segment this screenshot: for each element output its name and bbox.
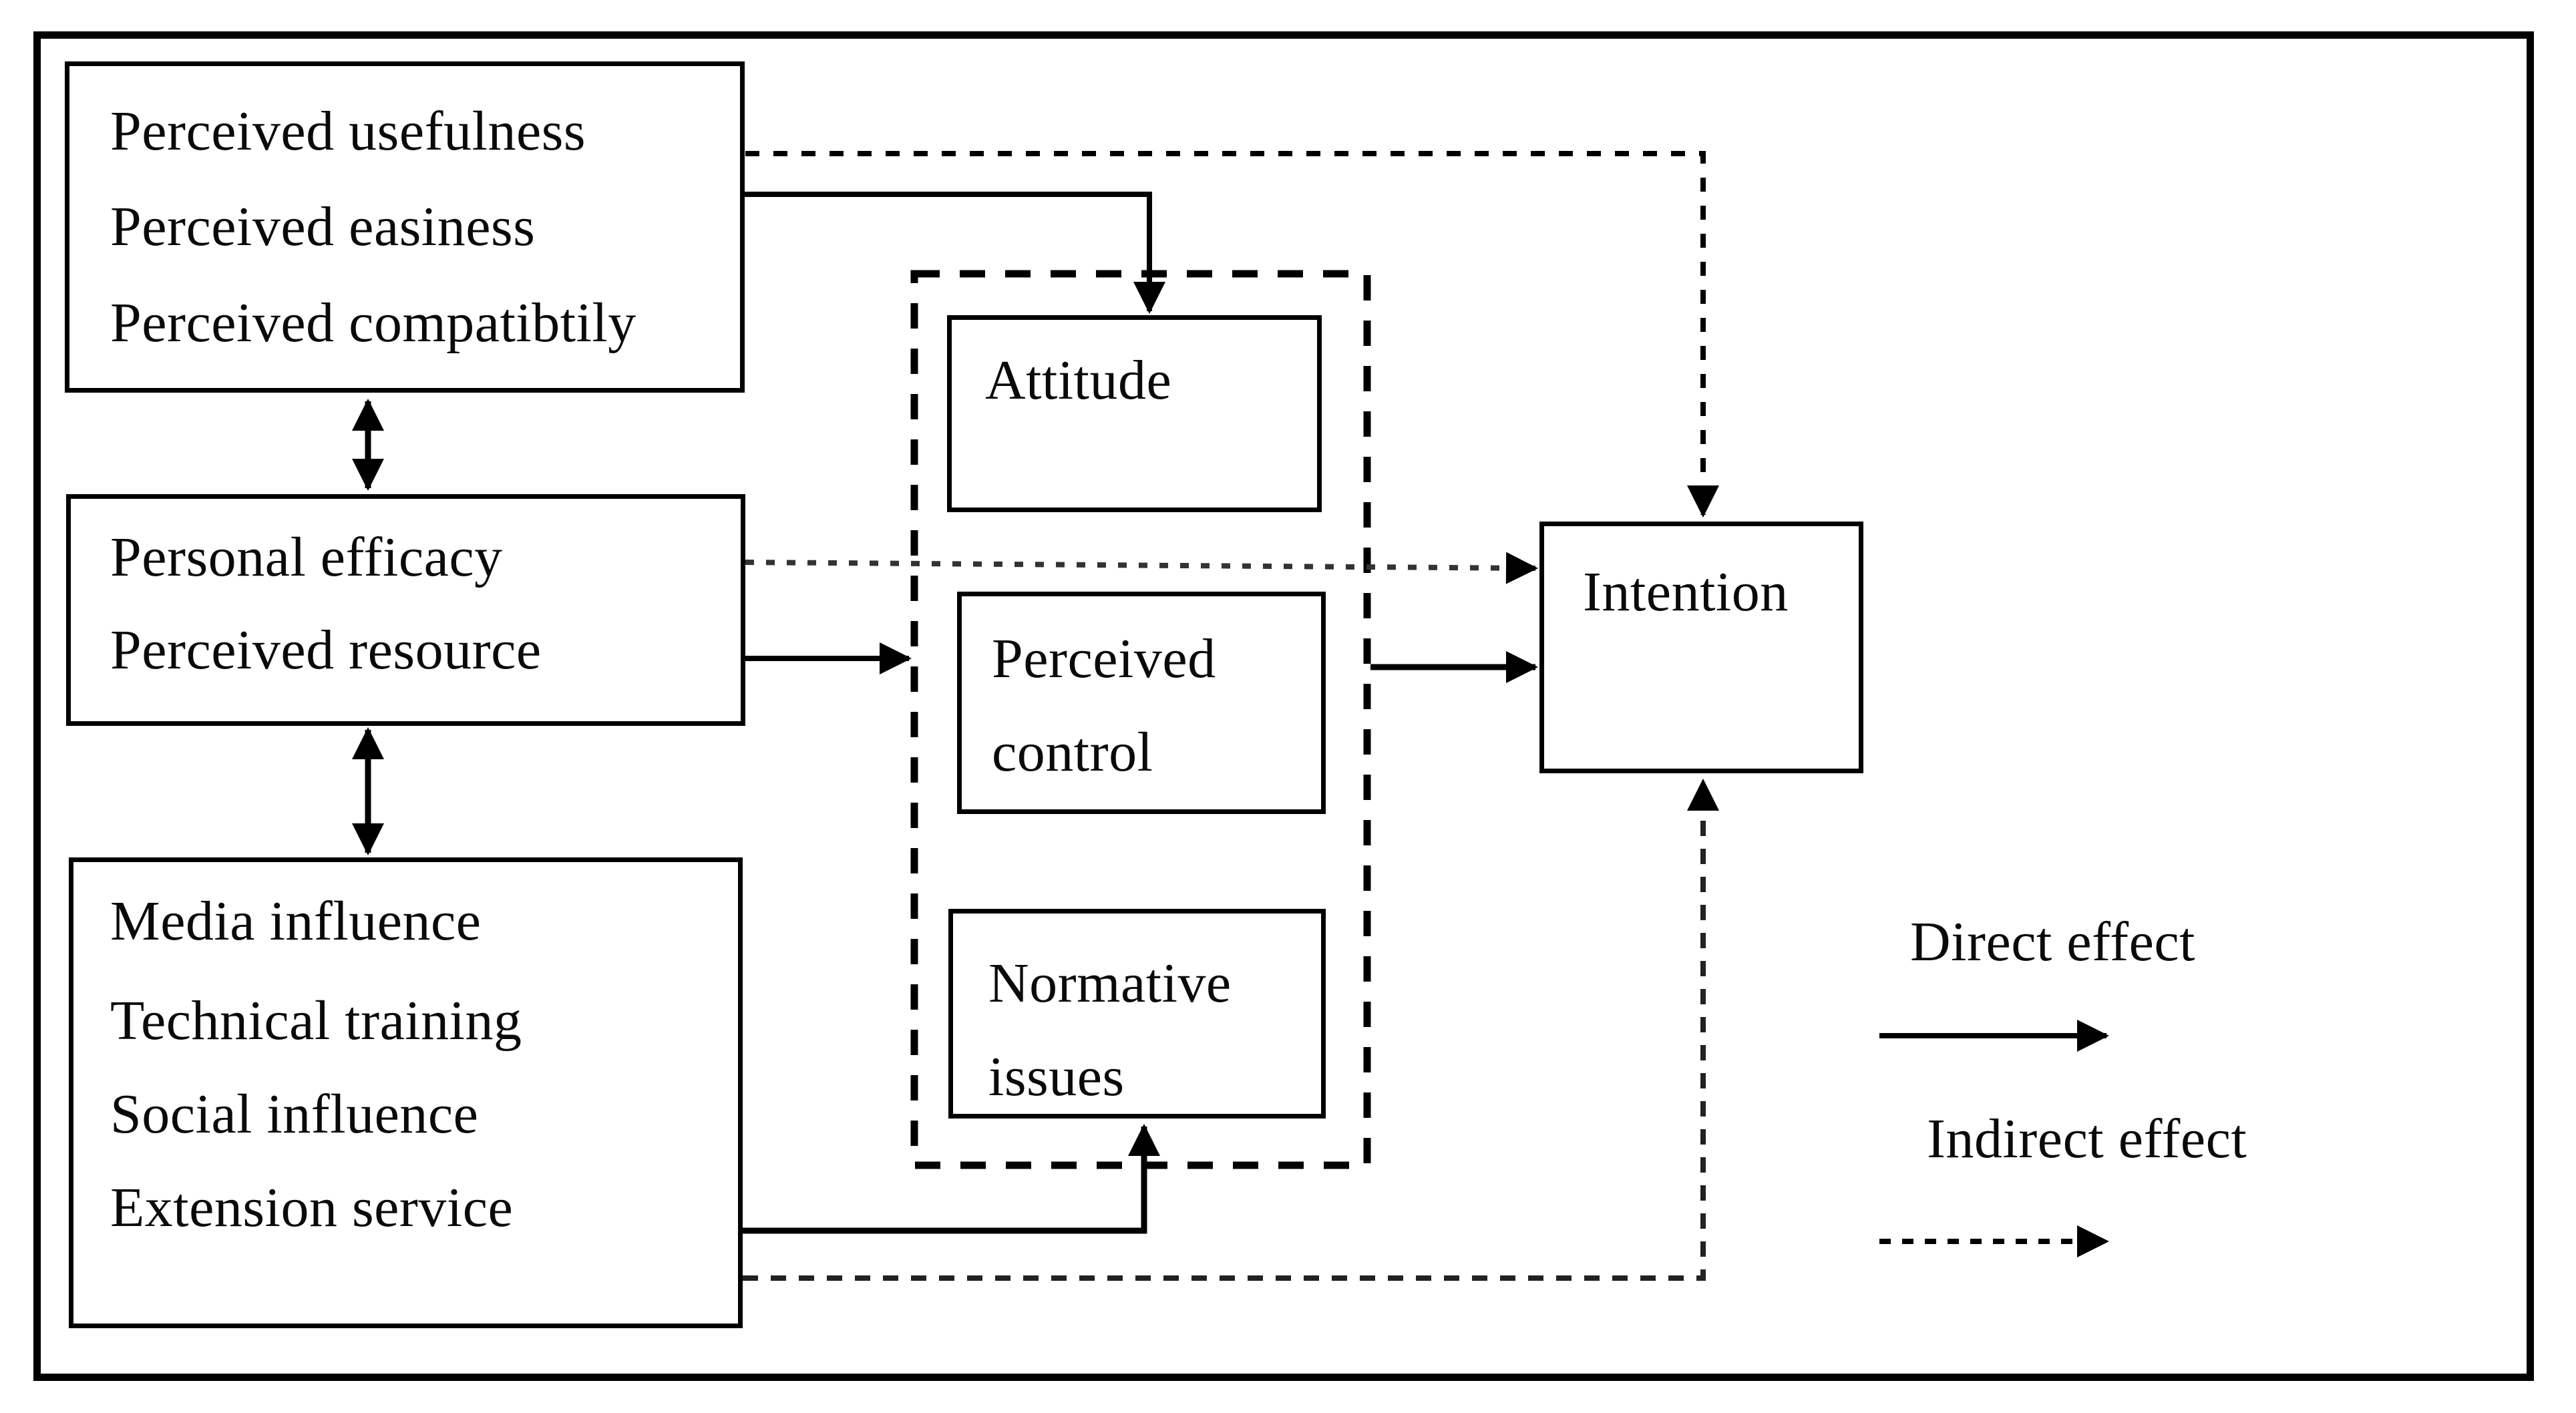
node-label: Social influence	[110, 1083, 479, 1145]
legend-indirect-label: Indirect effect	[1927, 1108, 2247, 1170]
node-attitude: Attitude	[947, 315, 1322, 512]
node-perceived-control: Perceived control	[957, 592, 1326, 814]
node-label: Perceived resource	[110, 619, 542, 681]
node-label: Perceived	[992, 628, 1216, 690]
node-label: Perceived compatibtily	[110, 292, 636, 354]
node-label: Technical training	[110, 990, 522, 1052]
node-label: Intention	[1583, 561, 1789, 623]
node-label: control	[992, 721, 1153, 783]
legend-direct-label: Direct effect	[1910, 911, 2195, 973]
node-normative-issues: Normative issues	[948, 909, 1326, 1119]
node-label: issues	[988, 1046, 1125, 1108]
node-label: Media influence	[110, 890, 482, 952]
node-perception-factors: Perceived usefulness Perceived easiness …	[65, 61, 745, 393]
node-label: Attitude	[985, 349, 1172, 411]
node-label: Perceived usefulness	[110, 100, 586, 162]
node-efficacy-resource: Personal efficacy Perceived resource	[66, 494, 745, 726]
node-intention: Intention	[1539, 522, 1863, 773]
node-label: Normative	[988, 952, 1232, 1014]
node-label: Extension service	[110, 1177, 514, 1239]
node-environment-factors: Media influence Technical training Socia…	[69, 857, 743, 1328]
node-label: Perceived easiness	[110, 196, 536, 258]
figure-border	[33, 31, 2534, 1381]
node-label: Personal efficacy	[110, 526, 503, 588]
